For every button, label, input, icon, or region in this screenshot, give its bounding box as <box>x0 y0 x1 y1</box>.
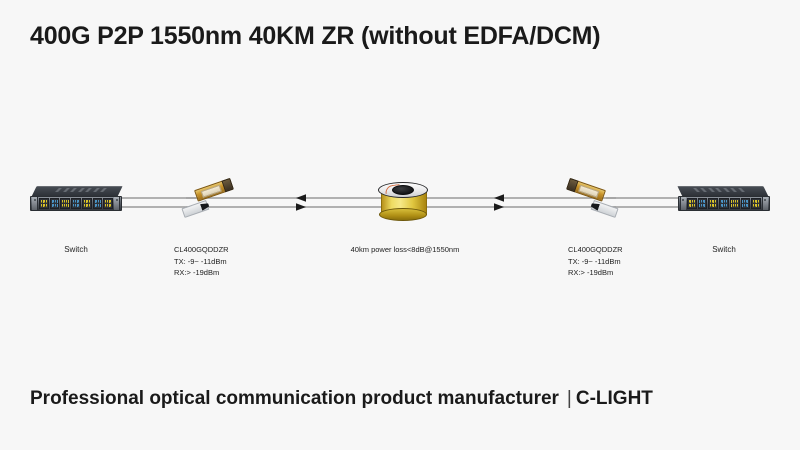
switch-front-panel <box>678 196 770 211</box>
switch-front-panel <box>30 196 122 211</box>
port-group <box>697 198 708 209</box>
rack-ear-left <box>762 197 768 210</box>
port-group <box>719 198 729 209</box>
right-transceiver-module[interactable] <box>562 177 620 222</box>
transceiver-connector <box>200 202 210 211</box>
left-transceiver-model: CL400GQDDZR <box>174 245 229 254</box>
port-group <box>103 198 114 209</box>
port-group <box>60 198 71 209</box>
transceiver-sticker <box>200 184 222 198</box>
transceiver-latch <box>591 200 619 218</box>
spool-flange-bottom <box>379 208 427 221</box>
port-group <box>740 198 751 209</box>
port-group <box>708 198 719 209</box>
left-switch-label: Switch <box>64 245 88 254</box>
page-title: 400G P2P 1550nm 40KM ZR (without EDFA/DC… <box>30 22 601 50</box>
right-transceiver-model: CL400GQDDZR <box>568 245 623 254</box>
switch-brand-marks <box>54 188 107 193</box>
right-transceiver-tx: TX: -9~ -11dBm <box>568 256 621 266</box>
port-group <box>49 198 60 209</box>
right-transceiver-caption: CL400GQDDZR TX: -9~ -11dBm RX:> -19dBm <box>568 244 623 279</box>
transceiver-cage <box>221 177 234 193</box>
switch-port-array <box>38 197 114 210</box>
left-transceiver-caption: CL400GQDDZR TX: -9~ -11dBm RX:> -19dBm <box>174 244 229 279</box>
port-group <box>71 198 81 209</box>
port-group <box>81 198 92 209</box>
left-transceiver-rx: RX:> -19dBm <box>174 268 220 278</box>
footer-separator: | <box>566 388 572 409</box>
left-switch-device[interactable] <box>30 186 123 212</box>
transceiver-body <box>194 177 234 202</box>
rack-ear-right <box>114 197 120 210</box>
transceiver-connector <box>590 202 600 211</box>
fiber-spool-icon[interactable] <box>376 179 430 225</box>
port-group <box>686 198 697 209</box>
switch-brand-marks <box>693 188 746 193</box>
rack-ear-right <box>680 197 686 210</box>
transceiver-body <box>566 177 606 202</box>
right-transceiver-rx: RX:> -19dBm <box>568 268 614 278</box>
port-group <box>39 198 49 209</box>
switch-port-array <box>686 197 762 210</box>
footer-brand: C-LIGHT <box>575 388 653 409</box>
right-switch-label: Switch <box>712 245 736 254</box>
transceiver-cage <box>566 177 579 193</box>
rack-ear-left <box>32 197 38 210</box>
port-group <box>729 198 740 209</box>
port-group <box>751 198 761 209</box>
transceiver-sticker <box>578 184 600 198</box>
left-transceiver-module[interactable] <box>180 177 238 222</box>
footer-text: Professional optical communication produ… <box>30 388 559 409</box>
transceiver-latch <box>181 200 209 218</box>
spool-center-hub <box>392 185 414 195</box>
port-group <box>92 198 103 209</box>
footer-tagline: Professional optical communication produ… <box>30 388 653 410</box>
fiber-span-label: 40km power loss<8dB@1550nm <box>350 245 460 254</box>
right-switch-device[interactable] <box>677 186 770 212</box>
left-transceiver-tx: TX: -9~ -11dBm <box>174 256 227 266</box>
